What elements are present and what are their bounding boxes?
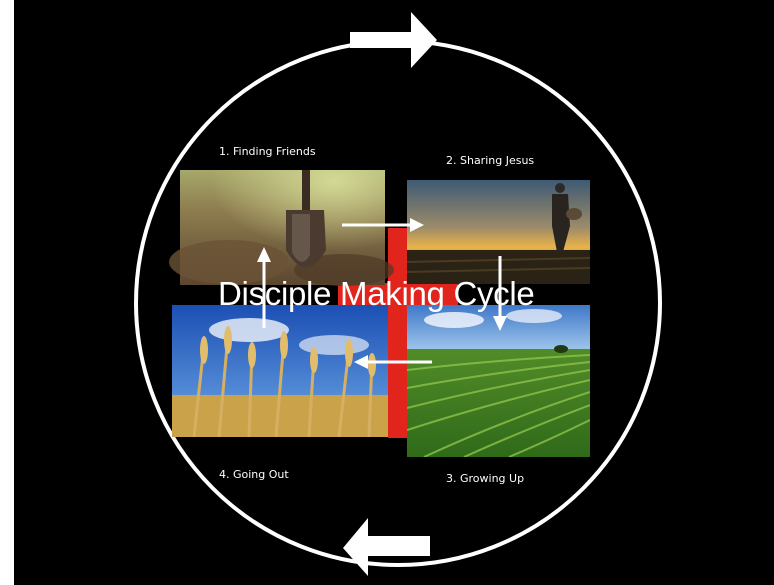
slide: Disciple Making Cycle 1. Finding Friends…	[14, 0, 774, 585]
finding-friends-image	[169, 170, 394, 286]
growing-up-image	[407, 305, 590, 457]
arrow-left-icon	[354, 355, 368, 369]
slide-title: Disciple Making Cycle	[218, 275, 535, 312]
step-label-growing-up: 3. Growing Up	[446, 472, 525, 485]
going-out-image	[172, 305, 388, 437]
center-red-bar	[388, 228, 411, 438]
center-red-band	[338, 283, 458, 305]
arrow-down-icon	[493, 316, 507, 331]
cycle-diagram	[134, 12, 662, 576]
step-label-finding-friends: 1. Finding Friends	[219, 145, 316, 158]
arrow-up-icon	[257, 247, 271, 262]
bottom-cycle-arrow-icon	[343, 518, 430, 576]
top-cycle-arrow-icon	[350, 12, 437, 68]
step-label-sharing-jesus: 2. Sharing Jesus	[446, 154, 535, 167]
step-label-going-out: 4. Going Out	[219, 468, 289, 481]
arrow-right-icon	[410, 218, 424, 232]
